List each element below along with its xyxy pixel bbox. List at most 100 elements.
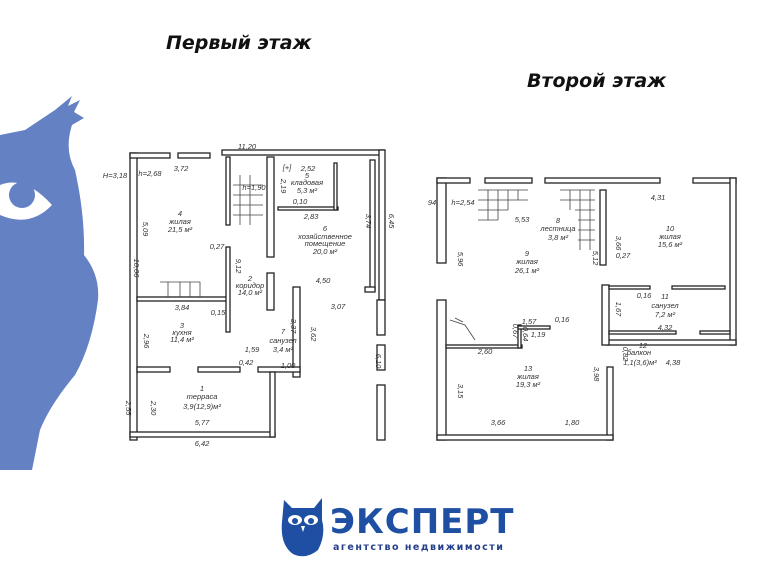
first-floor-label: 0,42 (239, 358, 254, 367)
second-floor-label: 8 (556, 216, 561, 225)
first-floor-label: 5,3 м² (297, 186, 318, 195)
first-floor-dimension-label: 3,37 (289, 319, 298, 334)
second-floor-walls (436, 177, 737, 441)
second-floor-dimension-label: 3,15 (456, 384, 465, 399)
first-floor-label: терраса (187, 392, 218, 401)
second-floor-label: лестница (539, 224, 575, 233)
first-floor-label: 4,50 (316, 276, 331, 285)
first-floor-label: 3 (180, 321, 185, 330)
logo-name: ЭКСПЕРТ (330, 502, 515, 542)
second-floor-label: 0,27 (616, 251, 631, 260)
first-floor-label: H=3,18 (103, 171, 128, 180)
agency-logo: ЭКСПЕРТ агентство недвижимости (278, 490, 514, 560)
second-floor-dimension-label: 0,82 (621, 347, 630, 362)
second-floor-label: 1,80 (565, 418, 580, 427)
logo-tagline: агентство недвижимости (333, 542, 505, 553)
first-floor-label: 3,9(12,9)м² (183, 402, 221, 411)
first-floor-dimension-label: 3,62 (309, 327, 318, 342)
first-floor-dimension-label: 2,55 (124, 400, 133, 416)
second-floor-label: 7,2 м² (655, 310, 676, 319)
first-floor-dimension-label: 2,30 (149, 400, 158, 416)
first-floor-label: 4 (178, 209, 182, 218)
first-floor-label: 1,59 (245, 345, 260, 354)
first-floor-dimension-label: 10,06 (132, 259, 141, 279)
second-floor-label: 3,66 (491, 418, 506, 427)
second-floor-label: 4,32 (658, 323, 673, 332)
second-floor-label: 0,16 (637, 291, 652, 300)
second-floor-label: 0,16 (555, 315, 570, 324)
first-floor-label: 21,5 м² (167, 225, 193, 234)
first-floor-dimension-label: 2,96 (142, 333, 151, 349)
first-floor-label: кладовая (291, 178, 323, 187)
first-floor-label: помещение (305, 239, 346, 248)
first-floor-label: 2,52 (300, 164, 316, 173)
second-floor-dimension-label: 3,98 (592, 367, 601, 382)
first-floor-title: Первый этаж (166, 32, 312, 54)
first-floor-label: h=2,68 (138, 169, 162, 178)
second-floor-label: 9 (525, 249, 530, 258)
first-floor-label: 3,07 (331, 302, 346, 311)
second-floor-label: h=2,54 (451, 198, 474, 207)
first-floor-label: санузел (269, 336, 297, 345)
second-floor-label: 4,31 (651, 193, 666, 202)
second-floor-label: санузел (651, 301, 679, 310)
first-floor-label: 20,0 м² (312, 247, 338, 256)
second-floor-label: 3,8 м² (548, 233, 569, 242)
second-floor-label: 26,1 м² (514, 266, 540, 275)
first-floor-label: хозяйственное (297, 232, 352, 241)
first-floor-label: 1,00 (281, 361, 296, 370)
first-floor-label: кухня (172, 328, 191, 337)
second-floor-dimension-label: 0,67 (511, 324, 520, 339)
second-floor-dimension-label: 3,66 (614, 236, 623, 251)
first-floor-label: 14,0 м² (238, 288, 263, 297)
second-floor-label: 1,19 (531, 330, 546, 339)
first-floor-dimension-label: 6,10 (374, 354, 383, 369)
second-floor-label: 5,53 (515, 215, 530, 224)
second-floor-label: балкон (627, 348, 651, 357)
second-floor-label: жилая (658, 232, 681, 241)
first-floor-label: h=1,90 (242, 183, 266, 192)
first-floor-label: 1 (200, 384, 204, 393)
first-floor-label: 6 (323, 224, 328, 233)
first-floor-label: жилая (168, 217, 191, 226)
second-floor-stairs (449, 189, 595, 341)
second-floor-label: 1,1(3,6)м² (623, 358, 657, 367)
first-floor-label: [+] (282, 163, 292, 172)
second-floor-label: жилая (515, 257, 538, 266)
logo-owl-icon (281, 498, 324, 557)
second-floor-label: 10 (666, 224, 675, 233)
first-floor-label: 0,15 (211, 308, 226, 317)
first-floor-label: 11,4 м² (170, 335, 194, 344)
first-floor-label: 2,83 (303, 212, 319, 221)
second-floor-dimension-label: 0,64 (521, 327, 530, 342)
first-floor-label: 11,20 (238, 142, 257, 151)
first-floor-dimension-label: 6,45 (387, 214, 396, 229)
first-floor-label: 5,77 (195, 418, 210, 427)
second-floor-dimension-label: 1,67 (614, 302, 623, 317)
first-floor-label: 3,84 (175, 303, 190, 312)
first-floor-dimension-label: 3,74 (364, 214, 373, 229)
second-floor-label: 15,6 м² (658, 240, 683, 249)
first-floor-label: 6,42 (195, 439, 210, 448)
second-floor-dimension-label: 5,96 (456, 252, 465, 267)
first-floor-label: 3,4 м² (273, 345, 294, 354)
first-floor-walls (129, 149, 386, 441)
first-floor-dimension-label: 2,19 (279, 178, 288, 194)
second-floor-label: 1,57 (522, 317, 537, 326)
first-floor-label: 2 (247, 274, 253, 283)
second-floor-label: 12 (639, 341, 648, 350)
first-floor-label: 0,27 (210, 242, 225, 251)
second-floor-label: 4,38 (666, 358, 681, 367)
second-floor-label: 13 (524, 364, 533, 373)
first-floor-label: 7 (281, 327, 286, 336)
first-floor-label: 0,10 (293, 197, 308, 206)
second-floor-label: 19,3 м² (516, 380, 541, 389)
second-floor-label: 2,60 (477, 347, 493, 356)
second-floor-label: жилая (516, 372, 539, 381)
second-floor-dimension-label: 5,12 (591, 251, 600, 266)
first-floor-label: 5 (305, 171, 310, 180)
